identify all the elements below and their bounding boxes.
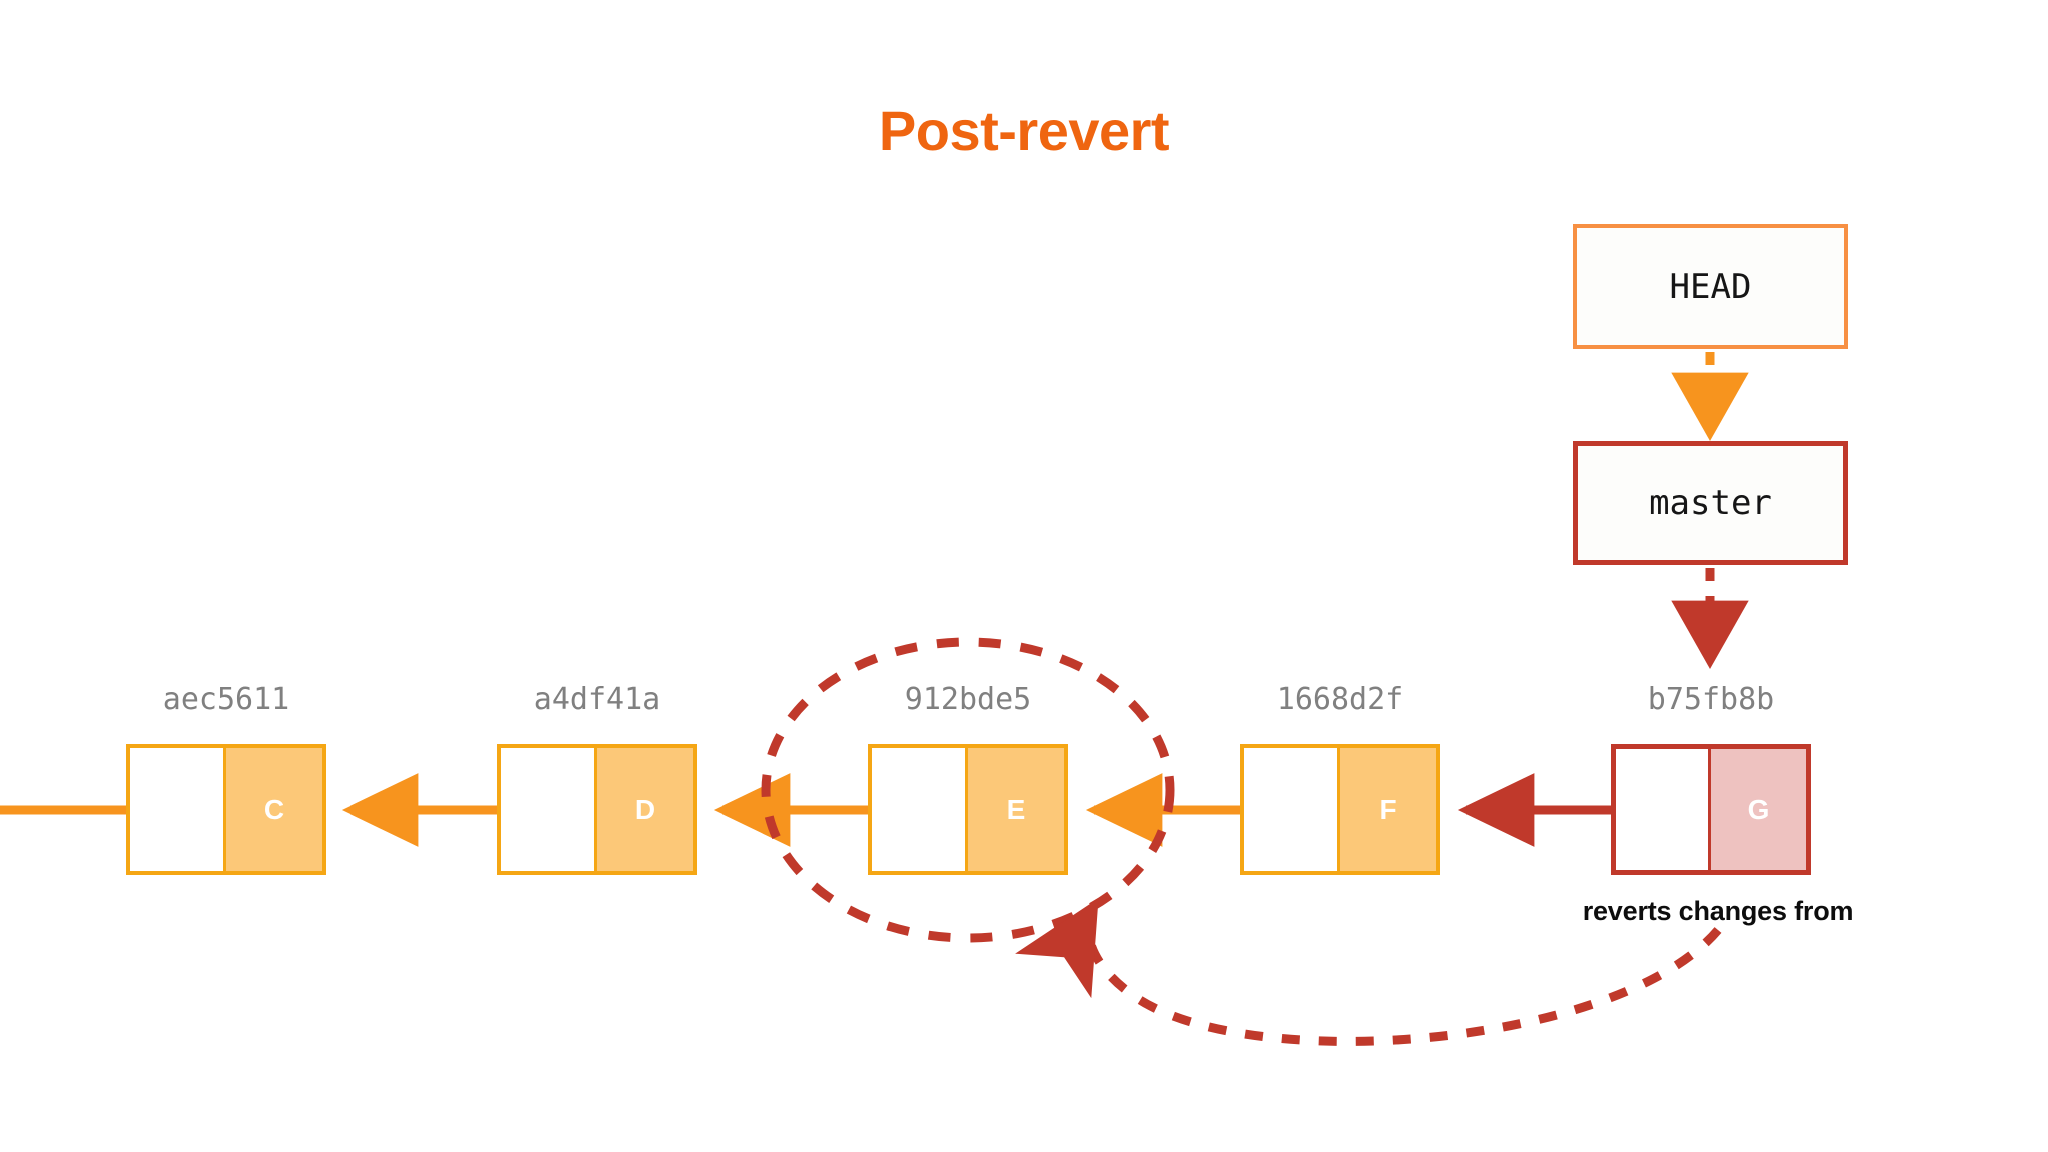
commit-node-c[interactable]: C [126,744,326,875]
ref-label-head: HEAD [1669,266,1752,307]
annotation-label: reverts changes from [1582,896,1854,926]
ref-box-master[interactable]: master [1573,441,1848,565]
commit-hash-b75fb8b: b75fb8b [1647,682,1775,717]
commit-node-d-label: D [597,744,697,875]
commit-node-f-label: F [1340,744,1440,875]
commit-node-d[interactable]: D [497,744,697,875]
commit-hash-a4df41a: a4df41a [533,682,661,717]
commit-node-d-parent-slot [497,744,597,875]
commit-node-g-label: G [1711,744,1811,875]
commit-hash-1668d2f: 1668d2f [1276,682,1404,717]
commit-hash-aec5611: aec5611 [162,682,290,717]
commit-node-g-parent-slot [1611,744,1711,875]
ref-box-head[interactable]: HEAD [1573,224,1848,349]
highlight-ellipse-912bde5 [761,637,1175,943]
commit-hash-912bde5: 912bde5 [904,682,1032,717]
commit-node-e-label: E [968,744,1068,875]
commit-node-g[interactable]: G [1611,744,1811,875]
annotation-arrow [1015,898,1722,1046]
commit-node-f-parent-slot [1240,744,1340,875]
commit-node-e-parent-slot [868,744,968,875]
page-title: Post-revert [878,99,1170,162]
commit-node-c-label: C [226,744,326,875]
commit-node-e[interactable]: E [868,744,1068,875]
commit-node-c-parent-slot [126,744,226,875]
commit-node-f[interactable]: F [1240,744,1440,875]
ref-label-master: master [1649,483,1772,523]
